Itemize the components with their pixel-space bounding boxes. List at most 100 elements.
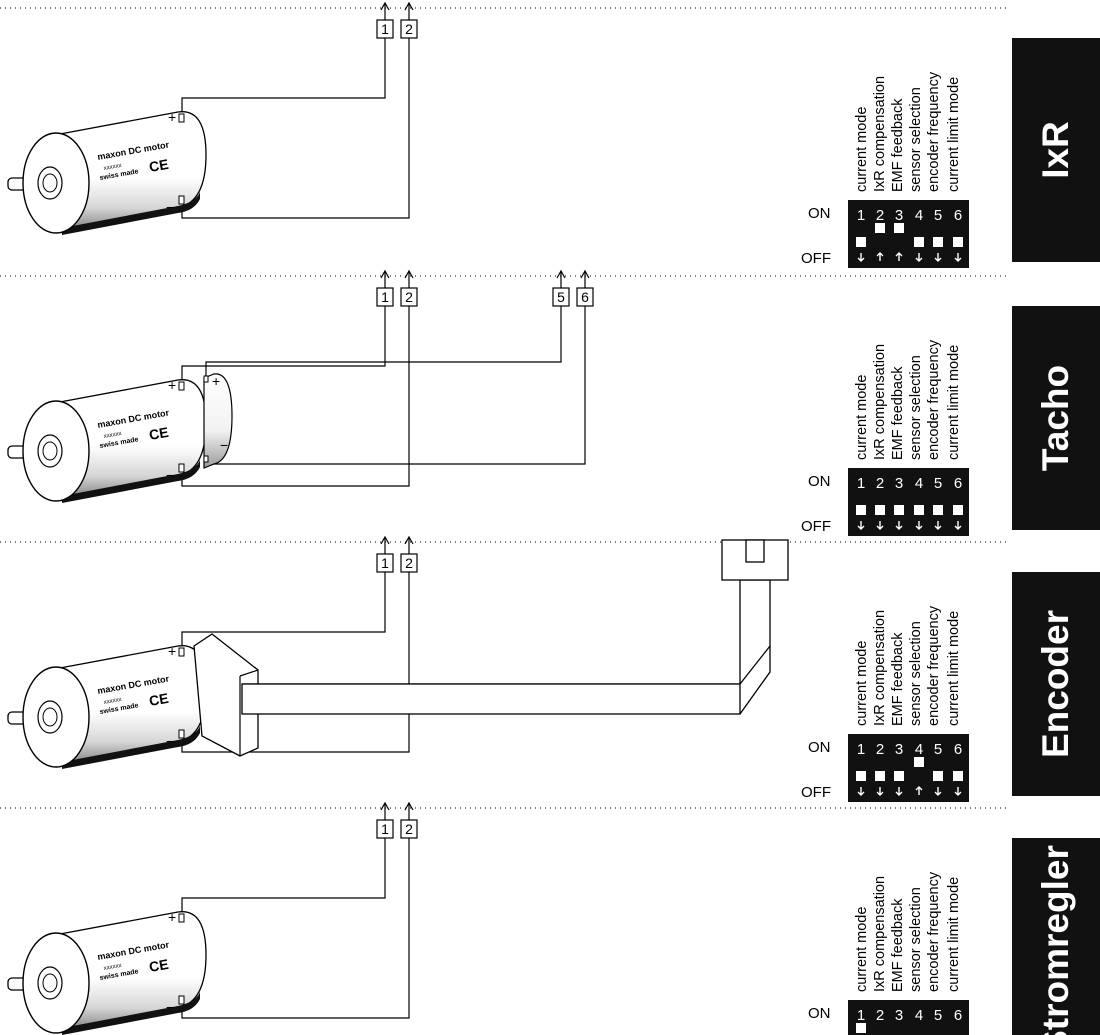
terminal-connector: 2 [400,801,418,839]
switch-number: 5 [934,475,942,492]
arrow-down-icon [876,787,884,796]
terminal-connector: 2 [400,269,418,307]
arrow-down-icon [934,787,942,796]
terminal-number: 2 [405,555,413,571]
mode-title: Stromregler [1035,845,1076,1035]
arrow-down-icon [876,521,884,530]
switch-function-label: encoder frequency [926,871,942,992]
minus-sign: − [166,199,174,215]
switch-number: 1 [857,741,865,758]
terminal-number: 2 [405,821,413,837]
switch-number: 4 [915,741,923,758]
wire-plus [181,38,386,114]
motor-pin-plus [178,113,185,123]
minus-sign: − [166,999,174,1015]
wire-plus [181,838,386,914]
minus-sign: − [166,733,174,749]
switch-function-label: EMF feedback [890,366,906,460]
switch-function-label: current mode [854,107,870,192]
arrow-down-icon [954,787,962,796]
terminal-connector: 2 [400,535,418,573]
on-label: ON [808,205,831,222]
terminal-number: 1 [381,555,389,571]
arrow-up-icon [580,269,590,279]
switch-number: 5 [934,1007,942,1024]
motor-pin-plus [178,381,185,391]
motor-shadow-stripe [62,726,200,769]
terminal-number: 2 [405,21,413,37]
encoder-housing [193,633,259,757]
arrow-down-icon [954,253,962,262]
switch-function-label: sensor selection [908,87,924,192]
switch-number: 1 [857,1007,865,1024]
arrow-up-icon [915,786,923,795]
terminal-number: 5 [557,289,565,305]
motor-pin-minus [178,729,185,739]
switch-function-label: EMF feedback [890,98,906,192]
terminal-number: 6 [581,289,589,305]
switch-toggle-off [914,505,924,515]
wire-minus [181,838,410,1019]
switch-toggle-off [933,771,943,781]
switch-number: 5 [934,207,942,224]
switch-number: 2 [876,475,884,492]
mode-label-block [1012,38,1100,262]
arrow-down-icon [934,521,942,530]
motor-bearing-inner [42,973,58,993]
mode-label-block [1012,838,1100,1035]
arrow-down-icon [857,521,865,530]
motor-bearing-inner [42,441,58,461]
motor-pin-plus [178,913,185,923]
switch-number: 6 [954,207,962,224]
ce-mark: CE [148,690,170,709]
switch-number: 5 [934,741,942,758]
switch-toggle-off [856,237,866,247]
switch-number: 3 [895,207,903,224]
switch-function-label: EMF feedback [890,632,906,726]
arrow-up-icon [556,269,566,279]
switch-toggle-off [856,771,866,781]
switch-function-label: current limit mode [946,611,962,726]
tacho-pin-minus [203,455,209,463]
switch-number: 3 [895,1007,903,1024]
encoder-plug-key [745,539,765,563]
motor-bearing-inner [42,707,58,727]
ce-mark: CE [148,956,170,975]
mode-label-block [1012,306,1100,530]
switch-toggle-off [933,237,943,247]
tacho-generator [203,373,233,469]
motor-code-label: xxxxxx [103,163,122,172]
motor-shadow-stripe [62,992,200,1035]
off-label: OFF [801,250,831,267]
switch-toggle-off [894,771,904,781]
switch-function-label: current mode [854,375,870,460]
switch-function-label: current mode [854,641,870,726]
arrow-up-icon [895,252,903,261]
plus-sign: + [168,643,176,659]
arrow-up-icon [380,269,390,279]
switch-number: 4 [915,475,923,492]
dip-switch-housing [848,734,969,802]
arrow-up-icon [404,535,414,545]
switch-number: 6 [954,741,962,758]
switch-number: 6 [954,1007,962,1024]
wire-minus [181,38,410,219]
mode-label-block [1012,572,1100,796]
encoder-ribbon-cable [739,646,771,715]
switch-function-label: IxR compensation [872,76,888,192]
arrow-up-icon [876,252,884,261]
encoder-edge [239,669,259,677]
wire-tacho-plus [205,306,562,376]
switch-number: 2 [876,207,884,224]
arrow-down-icon [915,521,923,530]
switch-toggle-off [894,505,904,515]
motor-pin-minus [178,995,185,1005]
